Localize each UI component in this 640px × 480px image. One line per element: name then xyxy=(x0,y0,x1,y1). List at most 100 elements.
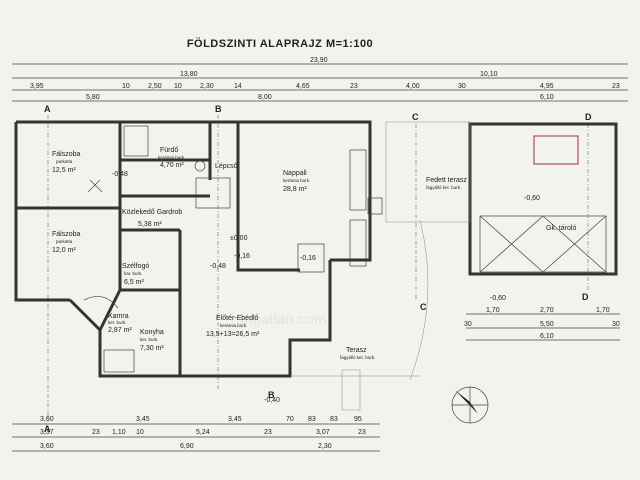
dim-top-4-2: 6,10 xyxy=(540,94,554,101)
room-labels: Fálszoba parketta 12,5 m² Fálszoba parke… xyxy=(52,147,576,360)
room-area-living: 28,8 m² xyxy=(283,186,307,193)
dim-bottom-2-5: 23 xyxy=(264,429,272,436)
garage-walls xyxy=(468,122,618,276)
dim-bottom-1-5: 83 xyxy=(330,416,338,423)
dim-bottom-2-7: 23 xyxy=(358,429,366,436)
dim-garage-1: 1,70 xyxy=(486,307,500,314)
level-4: -0,16 xyxy=(234,253,250,260)
room-area-dining: 13,5+13=26,5 m² xyxy=(206,331,260,338)
dim-top-3-4: 2,30 xyxy=(200,83,214,90)
room-name-stairs: Lépcső xyxy=(215,163,238,170)
axis-markers: A A B B C C D D xyxy=(44,104,592,434)
dim-top-4-0: 5,80 xyxy=(86,94,100,101)
garage-dimension-lines: 1,70 2,70 1,70 30 5,50 30 6,10 xyxy=(464,307,620,341)
dim-top-3-11: 23 xyxy=(612,83,620,90)
room-name-hall: Közlekedő Gardrob xyxy=(122,209,182,216)
level-6: -0,60 xyxy=(490,295,506,302)
interior-fittings xyxy=(83,125,367,373)
level-1: -0,48 xyxy=(112,171,128,178)
dim-top-3-10: 4,95 xyxy=(540,83,554,90)
dim-bottom-1-1: 3,45 xyxy=(136,416,150,423)
dim-total-width: 23,90 xyxy=(310,57,328,64)
room-area-pantry: 2,87 m² xyxy=(108,327,132,334)
axis-b-bottom: B xyxy=(268,390,275,400)
dim-bottom-1-3: 70 xyxy=(286,416,294,423)
dim-top-3-1: 10 xyxy=(122,83,130,90)
dim-top-3-0: 3,95 xyxy=(30,83,44,90)
dim-top-3-3: 10 xyxy=(174,83,182,90)
level-0: ±0,00 xyxy=(230,235,248,242)
dim-bottom-1-4: 83 xyxy=(308,416,316,423)
axis-b-top: B xyxy=(215,104,222,114)
dim-garage-5: 5,50 xyxy=(540,321,554,328)
room-sub-pantry: ker. burk. xyxy=(108,320,127,325)
dim-garage-width: 10,10 xyxy=(480,71,498,78)
dim-bottom-2-6: 3,07 xyxy=(316,429,330,436)
room-name-pantry: Kamra xyxy=(108,313,129,320)
dim-bottom-2-1: 23 xyxy=(92,429,100,436)
dim-bottom-2-3: 10 xyxy=(136,429,144,436)
north-arrow-icon xyxy=(451,386,489,424)
room-name-kitchen: Konyha xyxy=(140,329,164,336)
dim-bottom-1-6: 95 xyxy=(354,416,362,423)
room-area-bedroom-2: 12,0 m² xyxy=(52,247,76,254)
watermark-text: ingatlan.com xyxy=(240,311,326,327)
bottom-dimension-lines: 3,60 3,45 3,45 70 83 83 95 3,37 23 1,10 … xyxy=(12,416,380,452)
dim-garage-4: 30 xyxy=(464,321,472,328)
axis-d-top: D xyxy=(585,112,592,122)
dim-top-3-6: 4,65 xyxy=(296,83,310,90)
dim-bottom-3-1: 6,90 xyxy=(180,443,194,450)
room-area-hall: 5,38 m² xyxy=(138,221,162,228)
dim-bottom-3-0: 3,60 xyxy=(40,443,54,450)
terraces xyxy=(290,121,471,411)
plan-title: FÖLDSZINTI ALAPRAJZ M=1:100 xyxy=(186,38,374,50)
room-sub-bedroom-1: parketta xyxy=(56,159,73,164)
dim-top-3-8: 4,00 xyxy=(406,83,420,90)
room-area-kitchen: 7,30 m² xyxy=(140,345,164,352)
room-area-vestibule: 6,5 m² xyxy=(124,279,145,286)
dim-top-3-9: 30 xyxy=(458,83,466,90)
room-sub-dining: kerámia burk. xyxy=(220,323,247,328)
room-name-living: Nappali xyxy=(283,170,307,177)
room-sub-kitchen: ker. burk. xyxy=(140,337,159,342)
level-7: -0,40 xyxy=(264,397,280,404)
axis-c-bottom: C xyxy=(420,302,427,312)
dim-bottom-1-0: 3,60 xyxy=(40,416,54,423)
dim-bottom-2-2: 1,10 xyxy=(112,429,126,436)
axis-c-top: C xyxy=(412,112,419,122)
house-walls xyxy=(14,120,372,378)
top-dimension-lines: 23,90 13,80 10,10 3,95 10 2,50 10 2,30 1… xyxy=(12,57,628,102)
axis-a-top: A xyxy=(44,104,51,114)
dim-garage-2: 2,70 xyxy=(540,307,554,314)
room-name-bathroom: Fürdő xyxy=(160,147,178,154)
room-name-garage: Gk. tároló xyxy=(546,225,576,232)
room-name-dining: Előtér-Ebédlő xyxy=(216,315,259,322)
room-sub-covered-terrace: fagyálló ker. burk. xyxy=(426,185,461,190)
room-name-covered-terrace: Fedett terasz xyxy=(426,177,467,184)
room-area-bedroom-1: 12,5 m² xyxy=(52,167,76,174)
room-name-bedroom-2: Fálszoba xyxy=(52,231,81,238)
dim-bottom-3-2: 2,30 xyxy=(318,443,332,450)
level-5: -0,60 xyxy=(524,195,540,202)
room-sub-bathroom: kerámia burk. xyxy=(158,155,185,160)
dim-bottom-2-4: 5,24 xyxy=(196,429,210,436)
room-name-bedroom-1: Fálszoba xyxy=(52,151,81,158)
level-markers: ±0,00 -0,48 -0,48 -0,16 -0,16 -0,60 -0,6… xyxy=(112,171,540,404)
dim-bottom-2-0: 3,37 xyxy=(40,429,54,436)
room-sub-vestibule: kar. burk. xyxy=(124,271,143,276)
dim-top-3-5: 14 xyxy=(234,83,242,90)
dim-house-width: 13,80 xyxy=(180,71,198,78)
dim-garage-7: 6,10 xyxy=(540,333,554,340)
level-2: -0,48 xyxy=(210,263,226,270)
dim-garage-6: 30 xyxy=(612,321,620,328)
room-name-terrace: Terasz xyxy=(346,347,367,354)
level-3: -0,16 xyxy=(300,255,316,262)
dim-top-3-7: 23 xyxy=(350,83,358,90)
dim-top-3-2: 2,50 xyxy=(148,83,162,90)
room-sub-bedroom-2: parketta xyxy=(56,239,73,244)
dim-garage-3: 1,70 xyxy=(596,307,610,314)
dim-top-4-1: 8,00 xyxy=(258,94,272,101)
dim-bottom-1-2: 3,45 xyxy=(228,416,242,423)
room-sub-living: kerámia burk. xyxy=(283,178,310,183)
